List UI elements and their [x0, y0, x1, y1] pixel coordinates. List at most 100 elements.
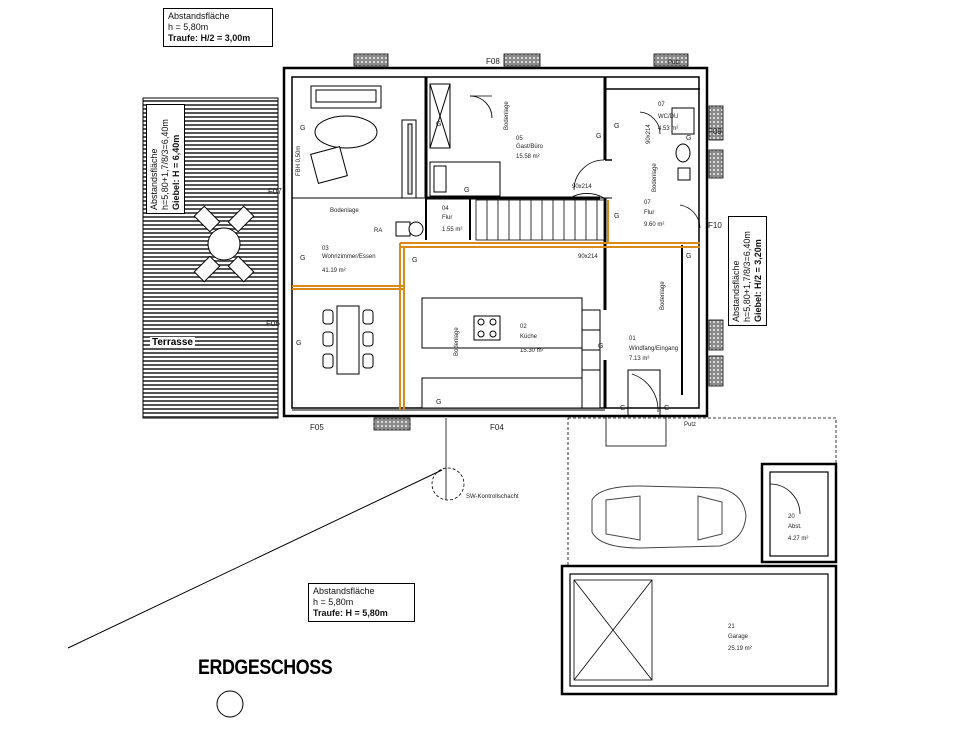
property-line [67, 469, 443, 649]
room-num-07a: 07 [658, 102, 665, 108]
room-num-03: 03 [322, 246, 329, 252]
room-num-01: 01 [629, 336, 636, 342]
window-labels: F08 F07 F06 F05 F04 F10 F09 [266, 57, 722, 432]
room-name-04: Flur [442, 215, 452, 221]
window-blocks [353, 53, 724, 431]
room-name-03: Wohnzimmer/Essen [322, 254, 376, 260]
room-num-07b: 07 [644, 200, 651, 206]
ra-label: RA [374, 228, 382, 234]
room-area-01: 7.13 m² [629, 356, 649, 362]
room-area-05: 15.58 m² [516, 154, 540, 160]
abstand-giebel: Giebel: H/2 = 3,20m [753, 239, 763, 322]
fenster-note: FBH 0,50m [296, 146, 302, 176]
staircase [475, 199, 605, 241]
g-mark: G [664, 405, 669, 412]
room-name-20: Abst. [788, 524, 802, 530]
bodenlage-guest: Bodenlage [504, 101, 510, 130]
wc-fixtures [671, 107, 695, 181]
window-label-f07: F07 [268, 187, 282, 196]
terrace-label: Terrasse [150, 337, 195, 348]
living-furniture [310, 85, 424, 237]
room-name-05: Gast/Büro [516, 144, 544, 150]
sw-manhole [431, 418, 465, 501]
abstand-height: h = 5,80m [168, 22, 209, 32]
room-num-04: 04 [442, 206, 449, 212]
door-label-3: 90x214 [646, 124, 652, 144]
window-label-f06: F06 [266, 319, 280, 328]
g-mark: G [436, 121, 441, 128]
bodenlage-flur: Bodenlage [652, 163, 658, 192]
room-area-04: 1.55 m² [442, 227, 462, 233]
guest-furniture [429, 83, 501, 197]
beam-lines [292, 200, 700, 410]
door-swings [469, 95, 701, 447]
room-name-21: Garage [728, 634, 749, 640]
room-num-05: 05 [516, 136, 523, 142]
abstand-height: h = 5,80m [313, 597, 354, 607]
patio-furniture [193, 205, 255, 283]
putz-top: Putz [668, 60, 680, 66]
room-labels: 03 Wohnzimmer/Essen 41.19 m² 05 Gast/Bür… [322, 102, 808, 652]
window-label-f10: F10 [708, 221, 722, 230]
abstand-box-left: Abstandsfläche h=5,80+1,7/8/3=6,40m Gieb… [146, 104, 185, 214]
floor-title: ERDGESCHOSS [198, 656, 333, 679]
g-mark: G [300, 125, 305, 132]
g-mark: G [614, 213, 619, 220]
abstand-heading: Abstandsfläche [313, 586, 375, 596]
room-area-20: 4.27 m² [788, 536, 808, 542]
g-mark: G [596, 133, 601, 140]
g-mark: G [620, 405, 625, 412]
g-marks: G G G G G G G G G G G G G G G [296, 121, 691, 412]
g-mark: G [300, 255, 305, 262]
room-name-01: Windfang/Eingang [629, 346, 678, 352]
dining-set [322, 305, 374, 375]
abstand-box-bottom: Abstandsfläche h = 5,80m Traufe: H = 5,8… [308, 583, 415, 622]
g-mark: G [686, 253, 691, 260]
abstand-heading: Abstandsfläche [168, 11, 230, 21]
abstand-box-right: Abstandsfläche h=5,80+1,7/8/3=6,40m Gieb… [728, 216, 767, 326]
car-icon [591, 485, 747, 549]
room-num-20: 20 [788, 514, 795, 520]
room-area-03: 41.19 m² [322, 268, 346, 274]
room-area-02: 15.30 m² [520, 348, 544, 354]
room-name-07b: Flur [644, 210, 654, 216]
room-area-07a: 4.53 m² [658, 126, 678, 132]
g-mark: G [598, 343, 603, 350]
g-mark: G [436, 399, 441, 406]
bodenlage-kitchen: Bodenlage [454, 327, 460, 356]
door-label-2: 90x214 [578, 254, 598, 260]
bodenlage-living: Bodenlage [330, 208, 359, 214]
window-label-f04: F04 [490, 423, 504, 432]
window-label-f08: F08 [486, 57, 500, 66]
g-mark: G [412, 257, 417, 264]
abstand-giebel: Giebel: H = 6,40m [171, 134, 181, 210]
abstand-traufe: Traufe: H = 5,80m [313, 608, 388, 618]
room-name-02: Küche [520, 334, 538, 340]
room-num-02: 02 [520, 324, 527, 330]
north-indicator [216, 690, 244, 718]
abstand-traufe: Traufe: H/2 = 3,00m [168, 33, 251, 43]
abstand-height: h=5,80+1,7/8/3=6,40m [160, 119, 170, 210]
door-label-1: 90x214 [572, 184, 592, 190]
misc-notes: Putz Putz SW-Kontrollschacht RA FBH 0,50… [296, 60, 696, 500]
abstand-box-top: Abstandsfläche h = 5,80m Traufe: H/2 = 3… [163, 8, 273, 47]
abstand-heading: Abstandsfläche [731, 260, 741, 322]
room-area-21: 25.19 m² [728, 646, 752, 652]
abstand-heading: Abstandsfläche [149, 148, 159, 210]
bodenlage-notes: Bodenlage Bodenlage Bodenlage Bodenlage … [330, 101, 666, 356]
room-area-07b: 9.60 m² [644, 222, 664, 228]
g-mark: G [614, 123, 619, 130]
g-mark: G [686, 135, 691, 142]
room-name-07a: WC/DU [658, 114, 678, 120]
door-labels: 90x214 90x214 90x214 [572, 124, 652, 260]
room-num-21: 21 [728, 624, 735, 630]
abstand-height: h=5,80+1,7/8/3=6,40m [742, 231, 752, 322]
g-mark: G [464, 187, 469, 194]
putz-bottom: Putz [684, 422, 696, 428]
kitchen-fixtures [421, 297, 601, 409]
window-label-f09: F09 [708, 127, 722, 136]
garage [560, 462, 838, 696]
bodenlage-entry: Bodenlage [660, 281, 666, 310]
g-mark: G [296, 340, 301, 347]
